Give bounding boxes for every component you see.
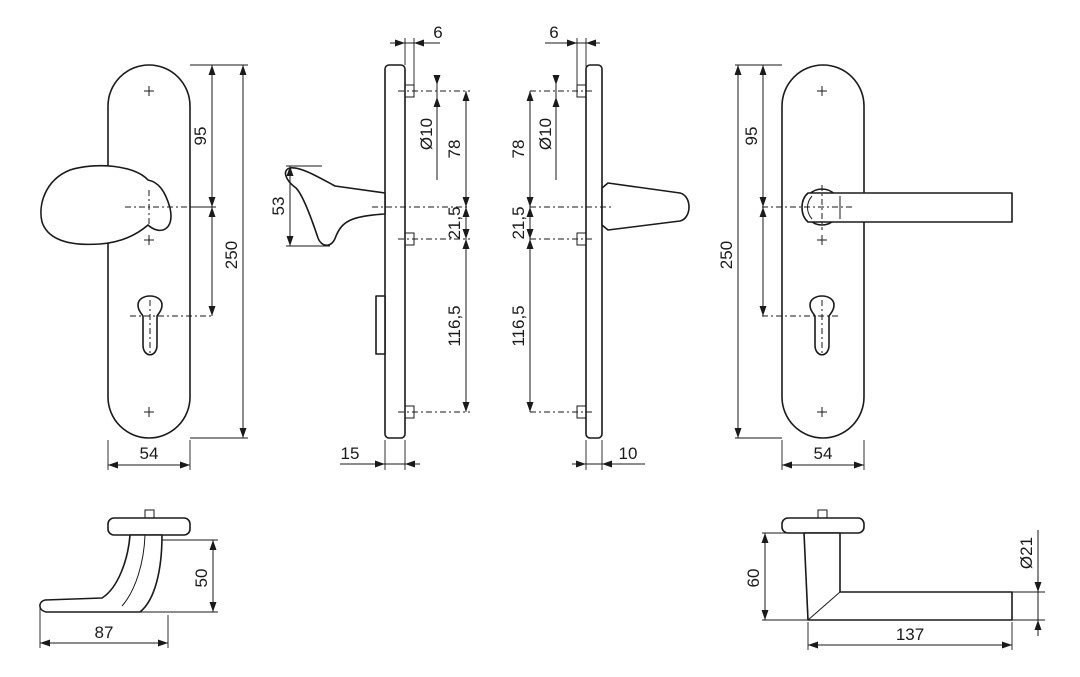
backplate-side-left: [384, 64, 406, 439]
knob-front: [40, 164, 172, 246]
screw-mark: [144, 235, 154, 245]
knob-top-rose: [107, 517, 191, 536]
screw-mark: [144, 86, 154, 96]
dim-label-87: 87: [95, 623, 114, 642]
dim-label-21-5-left: 21,5: [445, 206, 464, 239]
backplate-side-right: [585, 64, 603, 439]
dim-label-250-right: 250: [717, 241, 736, 269]
dim-label-137: 137: [896, 625, 924, 644]
dim-label-d21: Ø21: [1017, 537, 1036, 569]
dim-label-21-5-right: 21,5: [509, 206, 528, 239]
lever-top-body: [803, 532, 1013, 621]
backplate-front-left: [107, 64, 191, 439]
dim-label-d10-left: Ø10: [417, 118, 436, 150]
dim-label-116-5-left: 116,5: [445, 305, 464, 346]
screw-mark: [817, 235, 827, 245]
dim-label-95-right: 95: [742, 127, 761, 146]
screw-mark: [817, 86, 827, 96]
screw-mark: [144, 407, 154, 417]
lever-handle-front: [801, 192, 1013, 223]
cylinder-cutout-right: [809, 295, 835, 356]
lever-top-rose: [781, 517, 865, 534]
dim-label-250-left: 250: [222, 241, 241, 269]
backplate-front-right: [781, 64, 865, 439]
dim-label-95-left: 95: [191, 127, 210, 146]
top-view-knob: 50 87: [39, 509, 218, 648]
dim-label-6-left: 6: [433, 23, 442, 42]
dim-label-6-right: 6: [549, 23, 558, 42]
dim-label-60: 60: [744, 569, 763, 588]
latch-block: [375, 295, 386, 355]
dim-label-10: 10: [619, 444, 638, 463]
dim-label-54-left: 54: [140, 444, 159, 463]
dim-label-50: 50: [192, 569, 211, 588]
dim-label-54-right: 54: [814, 444, 833, 463]
dim-label-53: 53: [269, 197, 288, 216]
front-view-knob-side: 95 250 54: [40, 64, 248, 470]
dim-label-116-5-right: 116,5: [509, 305, 528, 346]
top-view-lever: 60 Ø21 137: [744, 509, 1045, 650]
cylinder-cutout-left: [137, 295, 163, 356]
knob-side-profile: [284, 167, 386, 247]
lever-side-profile: [601, 182, 690, 231]
dim-label-78-right: 78: [509, 140, 528, 159]
side-view-knob-side: 53 15 6 Ø10 78 21,5 116,5: [269, 23, 470, 470]
screw-mark: [817, 407, 827, 417]
front-view-lever-side: 95 250 54: [717, 64, 1013, 470]
dim-label-d10-right: Ø10: [536, 118, 555, 150]
side-view-lever-side: 6 Ø10 78 21,5 116,5 10: [509, 23, 690, 470]
dim-label-78-left: 78: [445, 140, 464, 159]
dim-label-15: 15: [341, 444, 360, 463]
